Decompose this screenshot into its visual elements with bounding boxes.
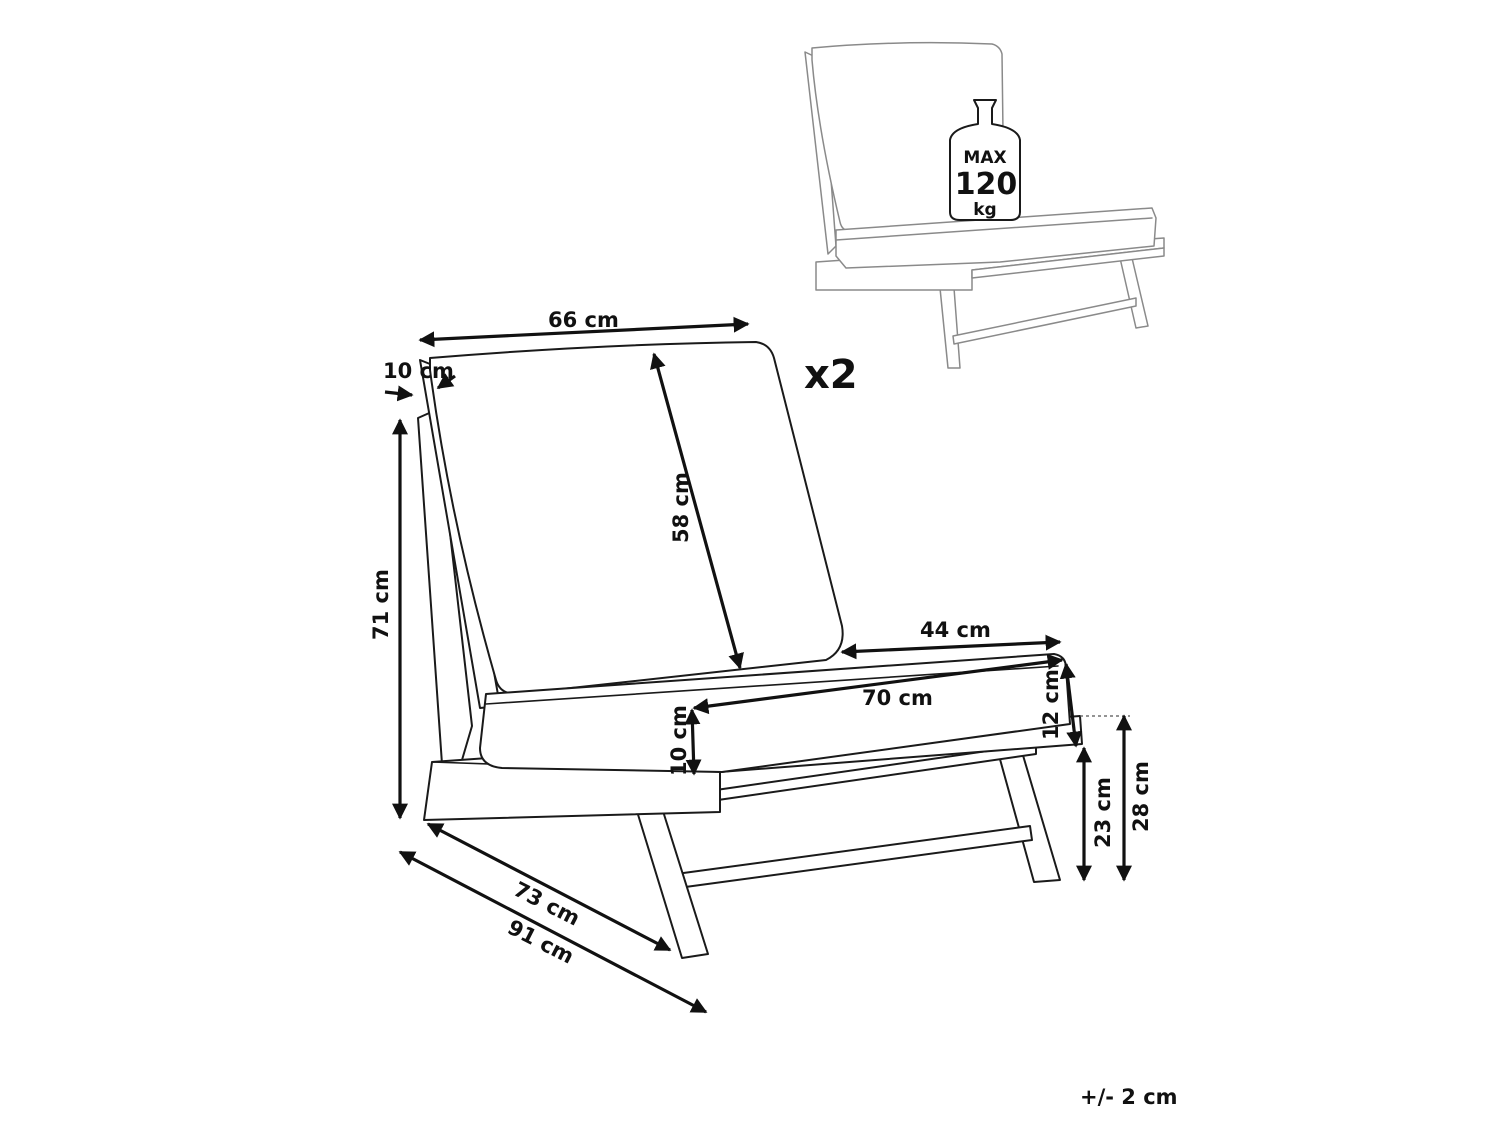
dim-backrest-height: 58 cm [669, 472, 693, 543]
weight-unit: kg [973, 200, 996, 220]
quantity-label: x2 [804, 352, 858, 398]
tolerance-note: +/- 2 cm [1080, 1085, 1178, 1109]
dim-seat-width: 70 cm [862, 686, 933, 710]
dim-total-height: 71 cm [369, 569, 393, 640]
dim-cushion-thickness: 10 cm [667, 705, 691, 776]
dim-armrest-height: 28 cm [1129, 761, 1153, 832]
weight-value: 120 [955, 167, 1018, 202]
dim-frame-thickness: 10 cm [383, 359, 454, 383]
weight-limit-icon: MAX 120 kg [949, 99, 1021, 221]
weight-max-label: MAX [963, 148, 1006, 168]
main-chair [417, 341, 1083, 959]
dim-seat-height: 23 cm [1091, 777, 1115, 848]
dim-armrest-thickness: 12 cm [1039, 669, 1063, 740]
dimension-lines [384, 316, 1132, 1014]
dim-seat-depth: 44 cm [920, 618, 991, 642]
dim-backrest-width: 66 cm [548, 308, 619, 332]
